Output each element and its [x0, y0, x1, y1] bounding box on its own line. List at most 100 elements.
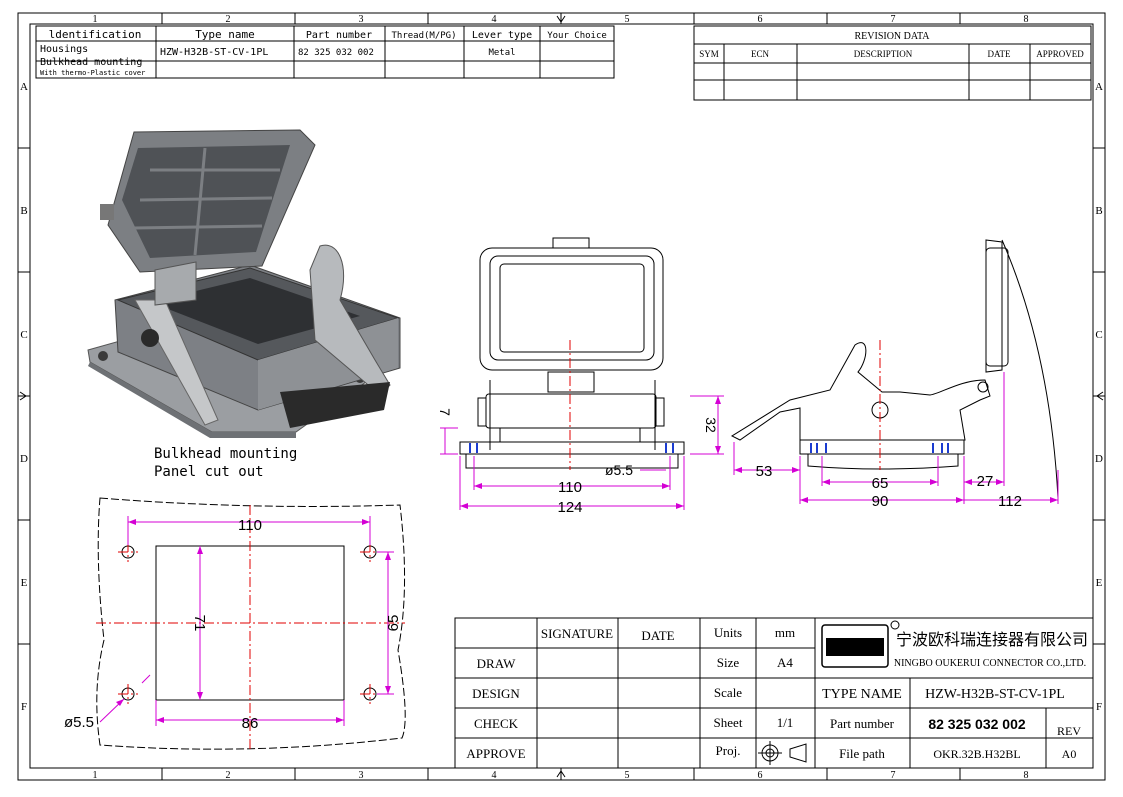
tb-size-label: Size	[717, 655, 740, 670]
dim-hole-front: ø5.5	[605, 462, 633, 478]
tb-type-name-value: HZW-H32B-ST-CV-1PL	[925, 687, 1065, 702]
ident-line3: With thermo-Plastic cover	[40, 69, 145, 77]
tb-signature: SIGNATURE	[541, 626, 613, 641]
rev-header-description: DESCRIPTION	[854, 49, 913, 59]
part-number-value: 82 325 032 002	[298, 48, 374, 58]
row-letters: A B C D E F A B C D E F	[20, 81, 1103, 713]
cutout-dimensions: 110 71 65 86 ø5.5	[64, 517, 402, 732]
company-name-cn: 宁波欧科瑞连接器有限公司	[896, 631, 1088, 649]
front-view	[440, 237, 724, 510]
identification-table: ldentification Type name Part number Thr…	[35, 25, 615, 79]
tb-size-value: A4	[777, 655, 793, 670]
tb-proj-label: Proj.	[716, 743, 741, 758]
title-block-text: SIGNATURE DATE Units mm DRAW Size A4 DES…	[466, 625, 1088, 761]
svg-text:3: 3	[359, 14, 364, 25]
header-part-number: Part number	[306, 30, 372, 41]
tb-date: DATE	[641, 628, 674, 643]
dim-hole-cutout: ø5.5	[64, 714, 94, 731]
panel-cutout-drawing	[96, 497, 406, 750]
svg-text:7: 7	[891, 14, 896, 25]
svg-text:3: 3	[359, 770, 364, 781]
tb-sheet-value: 1/1	[777, 715, 794, 730]
dim-71-cutout: 71	[191, 615, 208, 632]
lever-type-value: Metal	[488, 48, 515, 58]
svg-text:6: 6	[758, 770, 763, 781]
header-lever-type: Lever type	[472, 30, 532, 41]
company-logo: OUKERUI	[830, 643, 881, 655]
tb-file-path-value: OKR.32B.H32BL	[933, 747, 1020, 761]
svg-text:B: B	[20, 205, 27, 217]
dim-65-cutout: 65	[385, 615, 402, 632]
cutout-caption-line2: Panel cut out	[154, 464, 264, 480]
dim-27: 27	[977, 473, 994, 490]
svg-text:C: C	[1095, 329, 1102, 341]
type-name-value: HZW-H32B-ST-CV-1PL	[160, 47, 268, 58]
front-view-dimensions: 7 32 ø5.5 110 124	[437, 408, 719, 516]
rev-header-approved: APPROVED	[1036, 49, 1084, 59]
tb-rev-label: REV	[1057, 724, 1081, 738]
svg-text:1: 1	[93, 770, 98, 781]
svg-text:A: A	[20, 81, 28, 93]
tb-design: DESIGN	[472, 686, 520, 701]
svg-text:C: C	[20, 329, 27, 341]
tb-check: CHECK	[474, 716, 519, 731]
svg-text:7: 7	[891, 770, 896, 781]
tb-rev-value: A0	[1062, 747, 1077, 761]
svg-text:A: A	[1095, 81, 1103, 93]
svg-text:4: 4	[492, 14, 497, 25]
svg-text:F: F	[1096, 701, 1102, 713]
svg-text:5: 5	[625, 14, 630, 25]
svg-text:5: 5	[625, 770, 630, 781]
header-type-name: Type name	[195, 28, 255, 41]
svg-text:B: B	[1095, 205, 1102, 217]
product-illustration	[87, 129, 401, 438]
svg-text:6: 6	[758, 14, 763, 25]
dim-53: 53	[756, 463, 773, 480]
side-view-dimensions: 53 65 27 90 112	[756, 463, 1022, 510]
tb-draw: DRAW	[477, 656, 516, 671]
svg-text:E: E	[21, 577, 28, 589]
svg-text:2: 2	[226, 770, 231, 781]
tb-units-value: mm	[775, 625, 795, 640]
dim-110-front: 110	[558, 479, 582, 496]
company-name-en: NINGBO OUKERUI CONNECTOR CO.,LTD.	[894, 658, 1086, 669]
rev-header-sym: SYM	[699, 49, 719, 59]
svg-text:D: D	[1095, 453, 1103, 465]
rev-header-date: DATE	[988, 49, 1011, 59]
tb-sheet-label: Sheet	[714, 715, 743, 730]
rev-header-ecn: ECN	[751, 49, 770, 59]
svg-text:4: 4	[492, 770, 497, 781]
svg-text:D: D	[20, 453, 28, 465]
tb-part-number-label: Part number	[830, 716, 895, 731]
tb-part-number-value: 82 325 032 002	[928, 716, 1026, 732]
svg-text:1: 1	[93, 14, 98, 25]
svg-text:E: E	[1096, 577, 1103, 589]
tb-type-name-label: TYPE NAME	[822, 687, 902, 702]
dim-86-cutout: 86	[242, 715, 259, 732]
header-identification: ldentification	[49, 28, 142, 41]
tb-units-label: Units	[714, 625, 742, 640]
revision-title: REVISION DATA	[854, 31, 930, 42]
dim-7: 7	[437, 408, 453, 416]
header-thread: Thread(M/PG)	[391, 31, 456, 41]
ident-line2: Bulkhead mounting	[40, 57, 142, 68]
tb-approve: APPROVE	[466, 746, 525, 761]
svg-text:F: F	[21, 701, 27, 713]
dim-124-front: 124	[557, 499, 582, 516]
dim-32: 32	[703, 417, 719, 433]
dim-110-cutout: 110	[238, 517, 262, 534]
side-view	[730, 239, 1059, 504]
tb-file-path-label: File path	[839, 746, 885, 761]
ident-line1: Housings	[40, 44, 88, 55]
title-block	[454, 617, 1094, 769]
dim-65-side: 65	[872, 475, 889, 492]
column-numbers: 1 2 3 4 5 6 7 8 1 2 3 4 5 6 7 8	[93, 14, 1029, 781]
svg-text:8: 8	[1024, 770, 1029, 781]
dim-90: 90	[872, 493, 889, 510]
svg-text:8: 8	[1024, 14, 1029, 25]
header-your-choice: Your Choice	[547, 31, 607, 41]
dim-112: 112	[998, 493, 1022, 510]
svg-text:2: 2	[226, 14, 231, 25]
